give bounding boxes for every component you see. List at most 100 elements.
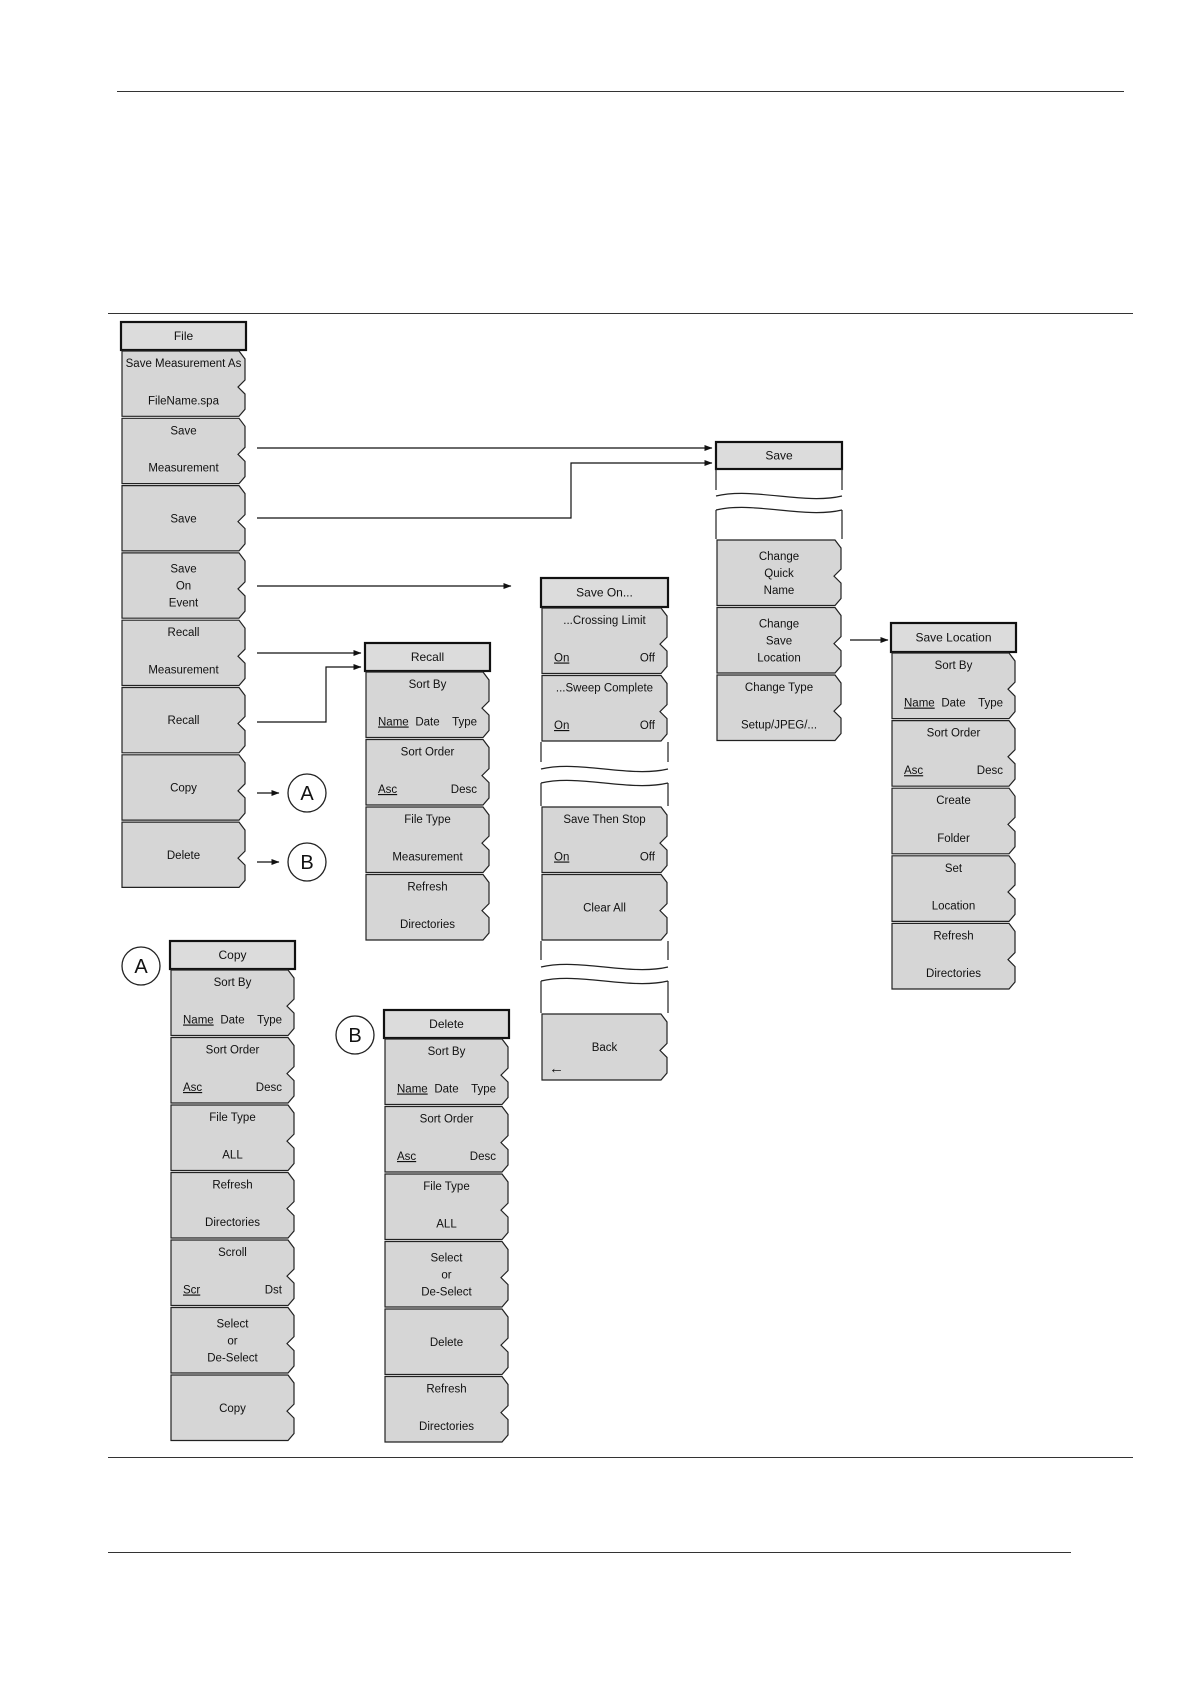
softkey-label: FileName.spa: [148, 395, 220, 407]
softkey-delete[interactable]: Delete: [384, 1308, 509, 1376]
softkey-label: File Type: [423, 1181, 469, 1193]
softkey-shape: [170, 1239, 295, 1307]
connector-b-circle: B: [287, 842, 327, 882]
softkey-option: Type: [978, 698, 1003, 710]
softkey-file[interactable]: Save: [121, 485, 246, 552]
softkey-shape: [365, 806, 490, 874]
softkey-file[interactable]: Copy: [121, 754, 246, 821]
softkey-label: Sort By: [214, 977, 252, 989]
softkey-option: Type: [257, 1015, 282, 1027]
softkey-copy[interactable]: Copy: [170, 1374, 295, 1442]
softkey-shape: [541, 1013, 668, 1081]
softkey-label: Refresh: [933, 930, 973, 942]
softkey-label: Measurement: [148, 665, 219, 677]
softkey-label: Refresh: [212, 1180, 252, 1192]
softkey-option: Scr: [183, 1285, 200, 1297]
softkey-label: Save: [766, 635, 792, 647]
softkey-label: Select: [217, 1318, 250, 1330]
softkey-shape: [170, 1104, 295, 1172]
softkey-shape: [541, 806, 668, 874]
softkey-label: Measurement: [392, 852, 463, 864]
softkey-file[interactable]: Save Measurement As FileName.spa: [121, 350, 246, 417]
softkey-save-on[interactable]: Clear All: [541, 873, 668, 941]
connector-a-circle: A: [287, 773, 327, 813]
softkey-label: Save: [170, 564, 196, 576]
softkey-label: Refresh: [426, 1384, 466, 1396]
softkey-label: Location: [932, 900, 975, 912]
connector-label: B: [300, 852, 313, 874]
softkey-option: Name: [397, 1084, 428, 1096]
menu-break: [715, 492, 843, 514]
softkey-save[interactable]: Change TypeSetup/JPEG/...: [716, 674, 842, 742]
softkey-label: Save: [170, 513, 196, 525]
softkey-label: Recall: [168, 715, 200, 727]
softkey-option: Desc: [470, 1151, 496, 1163]
softkey-shape: [891, 787, 1016, 855]
softkey-shape: [121, 619, 246, 687]
softkey-label: Refresh: [407, 882, 447, 894]
softkey-shape: [121, 552, 246, 619]
softkey-shape: [384, 1105, 509, 1173]
softkey-option: On: [554, 852, 569, 864]
softkey-label: ...Sweep Complete: [556, 683, 653, 695]
menu-title: Copy: [218, 948, 246, 962]
softkey-shape: [170, 1306, 295, 1374]
softkey-file[interactable]: Delete: [121, 821, 246, 888]
softkey-shape: [170, 1036, 295, 1104]
softkey-label: or: [227, 1335, 237, 1347]
softkey-label: Delete: [167, 850, 200, 862]
softkey-label: Save Measurement As: [126, 358, 242, 370]
softkey-label: Set: [945, 863, 963, 875]
softkey-save-on[interactable]: Back←: [541, 1013, 668, 1081]
softkey-shape: [121, 821, 246, 888]
menu-title-box: [363, 641, 492, 673]
softkey-label: De-Select: [421, 1286, 472, 1298]
connector-label: A: [300, 783, 314, 805]
menu-title-box: [539, 576, 670, 609]
page-footer-rule: [108, 1552, 1071, 1553]
softkey-label: Location: [757, 652, 800, 664]
softkey-shape: [384, 1038, 509, 1106]
menu-break: [540, 765, 669, 787]
softkey-file[interactable]: Recall: [121, 686, 246, 754]
softkey-shape: [541, 607, 668, 675]
softkey-label: Sort Order: [206, 1045, 260, 1057]
softkey-shape: [891, 855, 1016, 922]
arrow-recall-to-recall: [257, 664, 362, 723]
softkey-option: Type: [452, 717, 477, 729]
connector-b-circle: B: [335, 1015, 375, 1055]
softkey-option: Name: [904, 698, 935, 710]
menu-title: Save Location: [915, 631, 991, 645]
connector-a-circle: A: [121, 946, 161, 986]
